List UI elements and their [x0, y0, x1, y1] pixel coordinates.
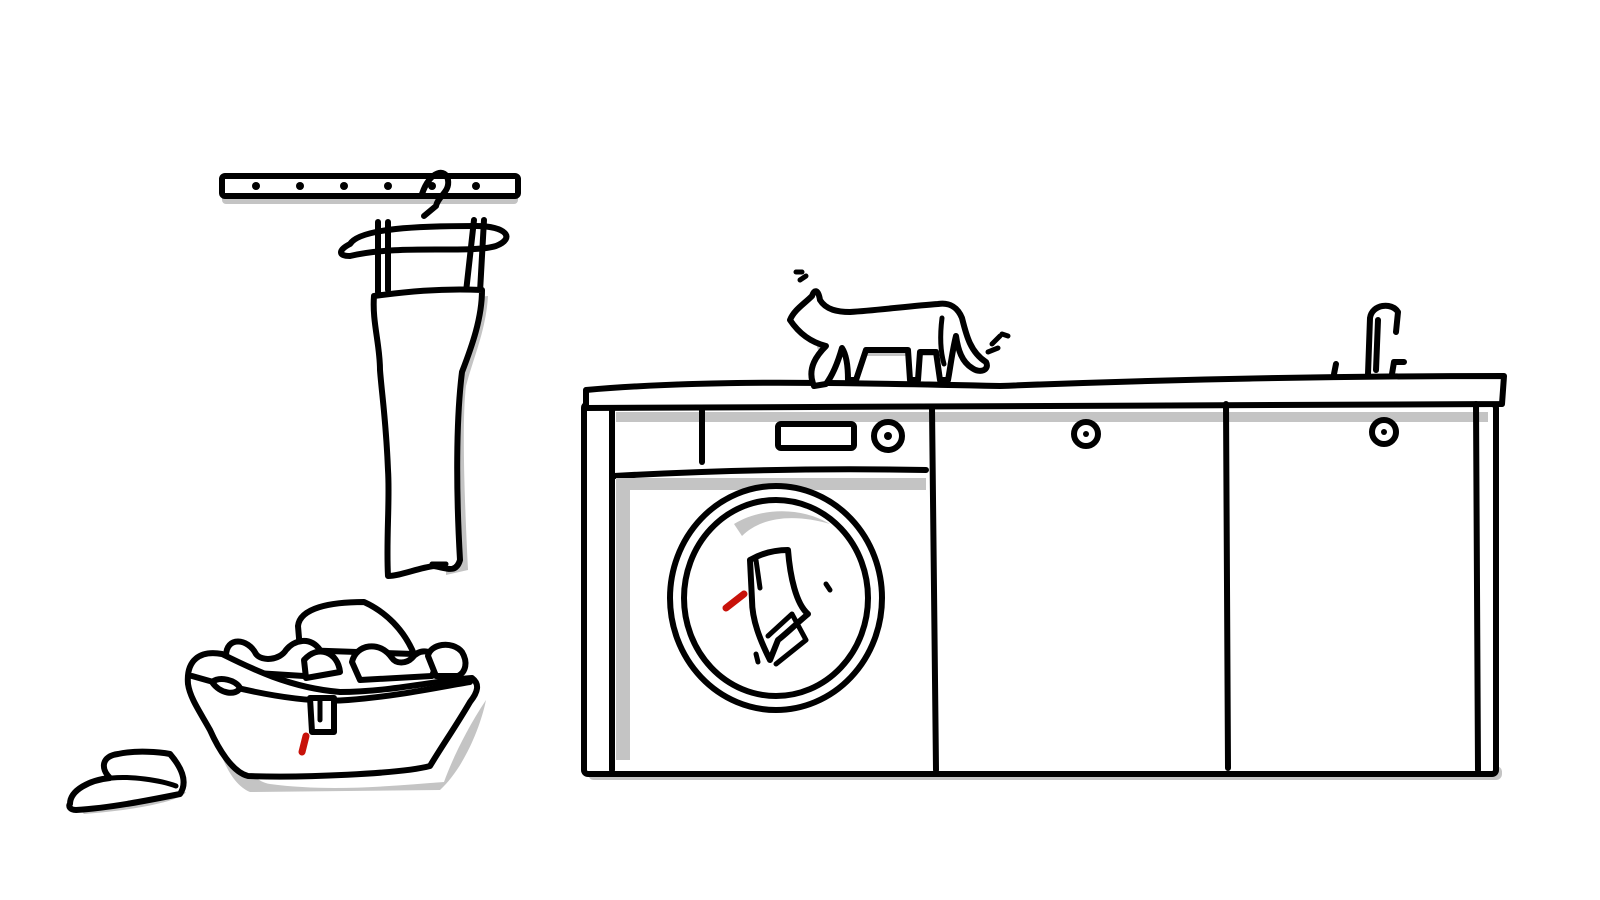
cabinet-icon	[1071, 417, 1399, 449]
counter-unit	[581, 373, 1507, 780]
washing-machine-icon	[611, 407, 929, 760]
laundry-basket-icon	[184, 599, 486, 792]
cat-icon	[787, 269, 1011, 389]
drying-rack-icon	[219, 173, 521, 204]
dropped-clothing-icon	[66, 748, 187, 814]
rack-peg-icons	[252, 182, 480, 190]
display-icon	[775, 421, 857, 451]
sink-faucet-icon	[1331, 302, 1407, 377]
hanging-trousers-icon	[338, 169, 510, 579]
